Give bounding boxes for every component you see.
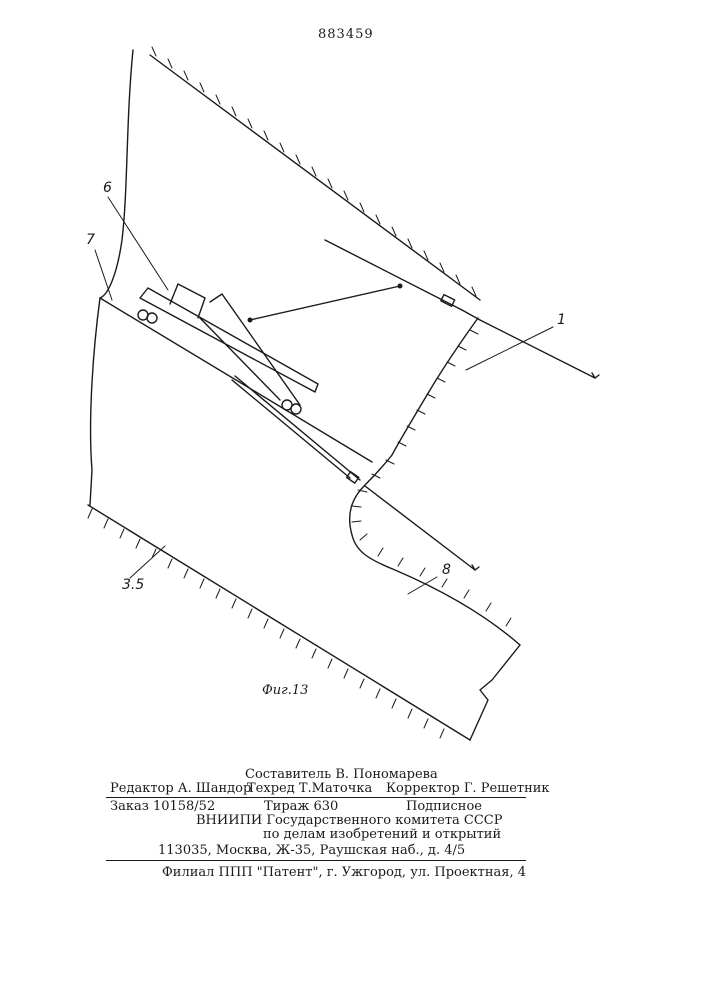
- rope-to-anchor-1: [480, 320, 595, 378]
- branch: Филиал ППП "Патент", г. Ужгород, ул. Про…: [162, 865, 526, 880]
- carriage-box: [170, 284, 205, 318]
- lower-guide-rope-2: [232, 380, 350, 478]
- imprint-rule-2: [106, 860, 526, 861]
- leader-1: [466, 327, 553, 370]
- bottom-rock-hatching: [88, 509, 444, 738]
- pillar-hatching: [352, 330, 511, 626]
- editor: Редактор А. Шандор: [110, 781, 251, 796]
- lower-guide-rope: [235, 376, 360, 480]
- technical-drawing: [0, 0, 707, 760]
- right-lower-edge: [470, 645, 520, 740]
- leader-6: [108, 197, 168, 290]
- upper-rock-boundary: [150, 55, 480, 300]
- label-7: 7: [86, 232, 95, 248]
- leader-7: [95, 250, 112, 300]
- lower-working-line: [100, 298, 372, 462]
- leader-35: [130, 546, 165, 578]
- compiler: Составитель В. Пономарева: [245, 767, 438, 782]
- org-line-1: ВНИИПИ Государственного комитета СССР: [196, 813, 503, 828]
- org-line-2: по делам изобретений и открытий: [263, 827, 501, 842]
- rope-to-anchor-8: [365, 486, 475, 570]
- circulation: Тираж 630: [264, 799, 338, 814]
- corrector: Корректор Г. Решетник: [386, 781, 550, 796]
- left-wavy-edge: [100, 50, 133, 298]
- label-6: 6: [103, 180, 112, 196]
- bottom-rock-boundary: [88, 505, 470, 740]
- address: 113035, Москва, Ж-35, Раушская наб., д. …: [158, 843, 465, 858]
- techred: Техред Т.Маточка: [247, 781, 372, 796]
- upper-rock-hatching: [152, 47, 476, 296]
- wheel-right-b: [291, 404, 301, 414]
- wheel-left-b: [147, 313, 157, 323]
- figure-caption: Фиг.13: [262, 683, 308, 698]
- label-1: 1: [557, 312, 566, 328]
- subscription: Подписное: [406, 799, 482, 814]
- tension-rope: [250, 286, 400, 320]
- carriage-strut: [210, 294, 300, 405]
- joint-dot-2: [398, 284, 403, 289]
- label-35: 3.5: [122, 577, 144, 593]
- pillar-face: [350, 318, 520, 645]
- leader-8: [408, 577, 437, 594]
- label-8: 8: [442, 562, 451, 578]
- imprint-rule-1: [106, 797, 526, 798]
- upper-guide-return: [462, 310, 480, 320]
- joint-dot-1: [248, 318, 253, 323]
- order: Заказ 10158/52: [110, 799, 215, 814]
- lower-left-edge: [90, 298, 100, 505]
